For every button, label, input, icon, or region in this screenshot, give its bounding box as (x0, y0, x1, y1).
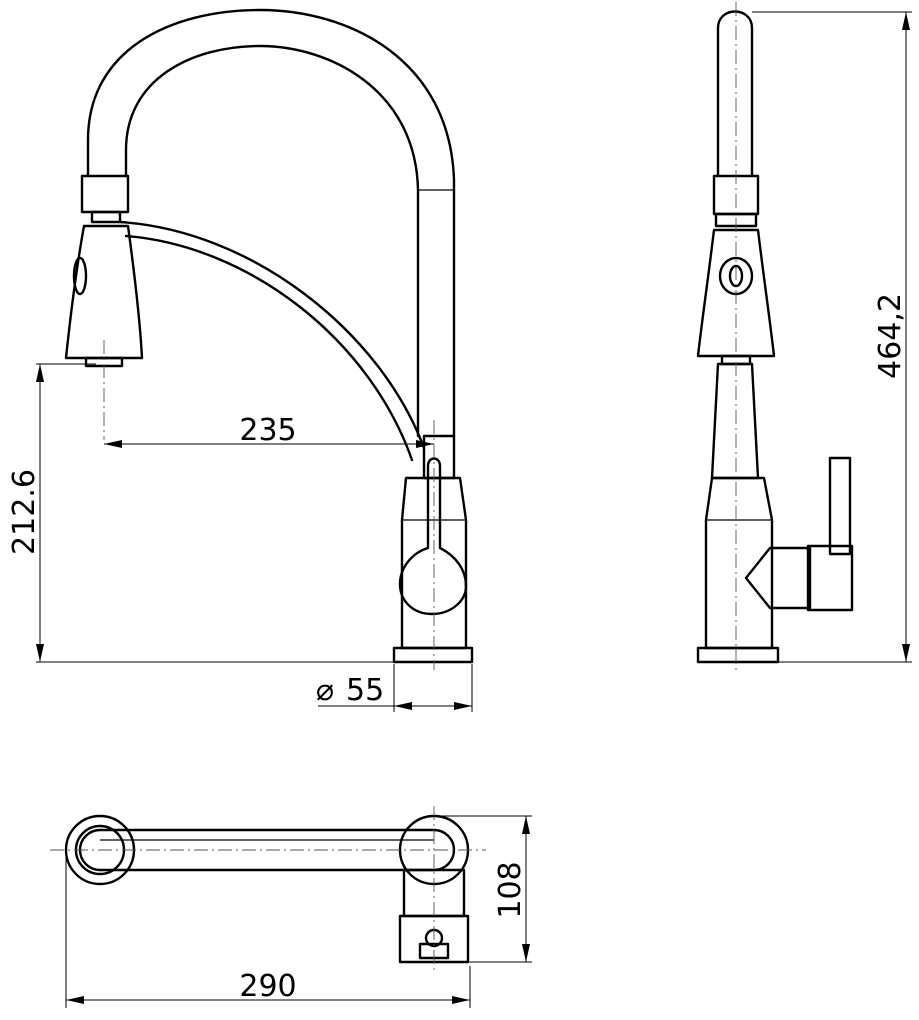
dimension-spray-height-label: 212.6 (7, 469, 42, 555)
front-spout-outer (86, 8, 456, 438)
front-collar (80, 174, 130, 214)
dimension-base-diameter-label: 55 (346, 673, 384, 708)
front-spray-button (72, 256, 88, 296)
side-spray-head (696, 228, 776, 358)
front-view (64, 8, 474, 670)
side-handle-block (806, 544, 854, 612)
front-base (392, 646, 474, 664)
side-body (704, 476, 774, 650)
dimension-top-width: 290 (65, 850, 471, 1008)
dimension-base-diameter: ⌀ 55 (316, 664, 473, 712)
front-spray-head (64, 224, 144, 360)
dimension-spout-reach-label: 235 (239, 413, 296, 448)
side-handle-lever (828, 456, 852, 556)
front-hose-inner (124, 234, 414, 462)
front-spout-inner (124, 44, 420, 438)
side-view (696, 2, 854, 670)
dimension-total-height-label: 464,2 (873, 293, 908, 379)
dimension-spout-reach: 235 (104, 413, 434, 448)
dimension-spray-height: 212.6 (7, 363, 394, 663)
front-hose-outer (118, 220, 426, 450)
side-neck (710, 362, 760, 480)
dimension-total-height: 464,2 (752, 11, 912, 663)
top-view (50, 806, 486, 972)
dimension-top-depth-label: 108 (493, 861, 528, 918)
front-handle (398, 457, 468, 616)
front-collar-ring (90, 210, 122, 224)
side-base (696, 646, 780, 664)
side-spout (716, 10, 754, 178)
side-handle-hub (744, 546, 812, 610)
dimension-base-diameter-symbol: ⌀ (316, 673, 334, 708)
dimension-top-depth: 108 (434, 815, 532, 963)
dimension-top-width-label: 290 (239, 969, 296, 1004)
